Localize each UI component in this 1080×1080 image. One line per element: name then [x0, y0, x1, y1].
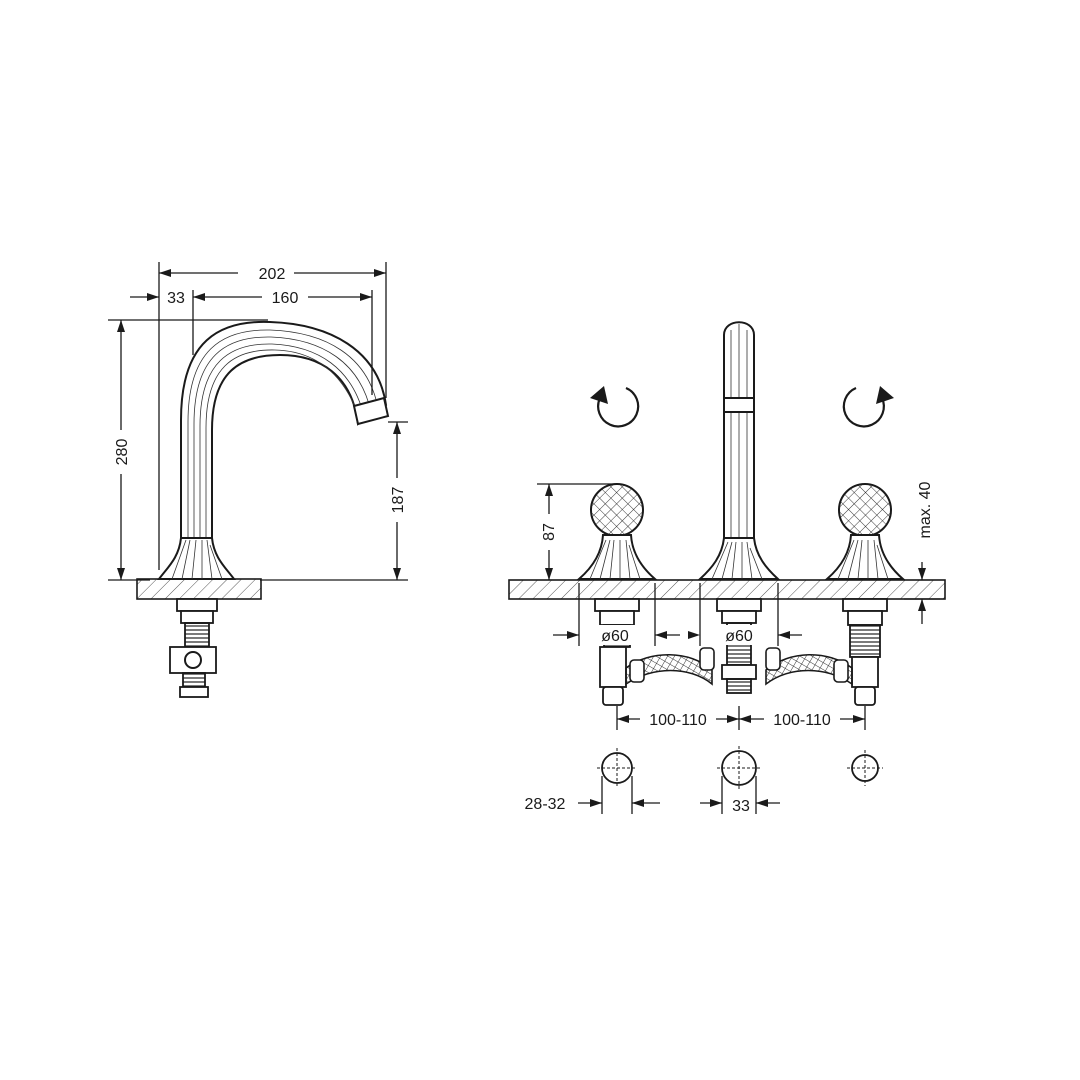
dim-spacing-left: 100-110 — [649, 712, 707, 729]
mounting-holes — [578, 746, 883, 814]
center-spout — [697, 321, 781, 580]
dim-33-offset: 33 — [167, 290, 185, 307]
hole-left — [597, 748, 637, 788]
spout-side-view: 202 33 160 280 187 — [108, 262, 408, 698]
left-valve-body — [594, 598, 640, 706]
dim-28-32: 28-32 — [525, 796, 566, 813]
spout-base — [157, 537, 236, 580]
dim-187: 187 — [390, 487, 407, 514]
dim-160: 160 — [272, 290, 299, 307]
right-valve-body — [842, 598, 888, 706]
dim-max-40: max. 40 — [917, 481, 934, 538]
dim-o60-center: ø60 — [725, 628, 753, 645]
front-dimensions — [537, 483, 940, 730]
deck-slab-right — [508, 579, 946, 600]
left-handle — [576, 483, 658, 580]
right-handle — [824, 483, 906, 580]
dim-280: 280 — [114, 439, 131, 466]
center-shank — [716, 598, 762, 694]
dim-87: 87 — [541, 523, 558, 541]
rotation-ccw-icon — [590, 386, 640, 428]
spout-body — [180, 320, 388, 539]
hole-right — [847, 750, 883, 786]
deck-slab-left — [136, 578, 262, 600]
spout-ribs — [187, 329, 379, 538]
spout-outlet-front — [723, 397, 755, 413]
front-view: 87 max. 40 ø60 ø60 100-110 100-110 — [508, 321, 946, 815]
spout-outlet — [352, 396, 390, 426]
braided-hoses — [625, 647, 853, 686]
dim-spacing-right: 100-110 — [773, 712, 831, 729]
dim-33-hole: 33 — [732, 798, 750, 815]
rotation-cw-icon — [842, 386, 894, 428]
spout-shank — [169, 598, 218, 698]
dim-202: 202 — [259, 266, 286, 283]
hole-center — [717, 746, 761, 790]
dim-o60-left: ø60 — [601, 628, 629, 645]
